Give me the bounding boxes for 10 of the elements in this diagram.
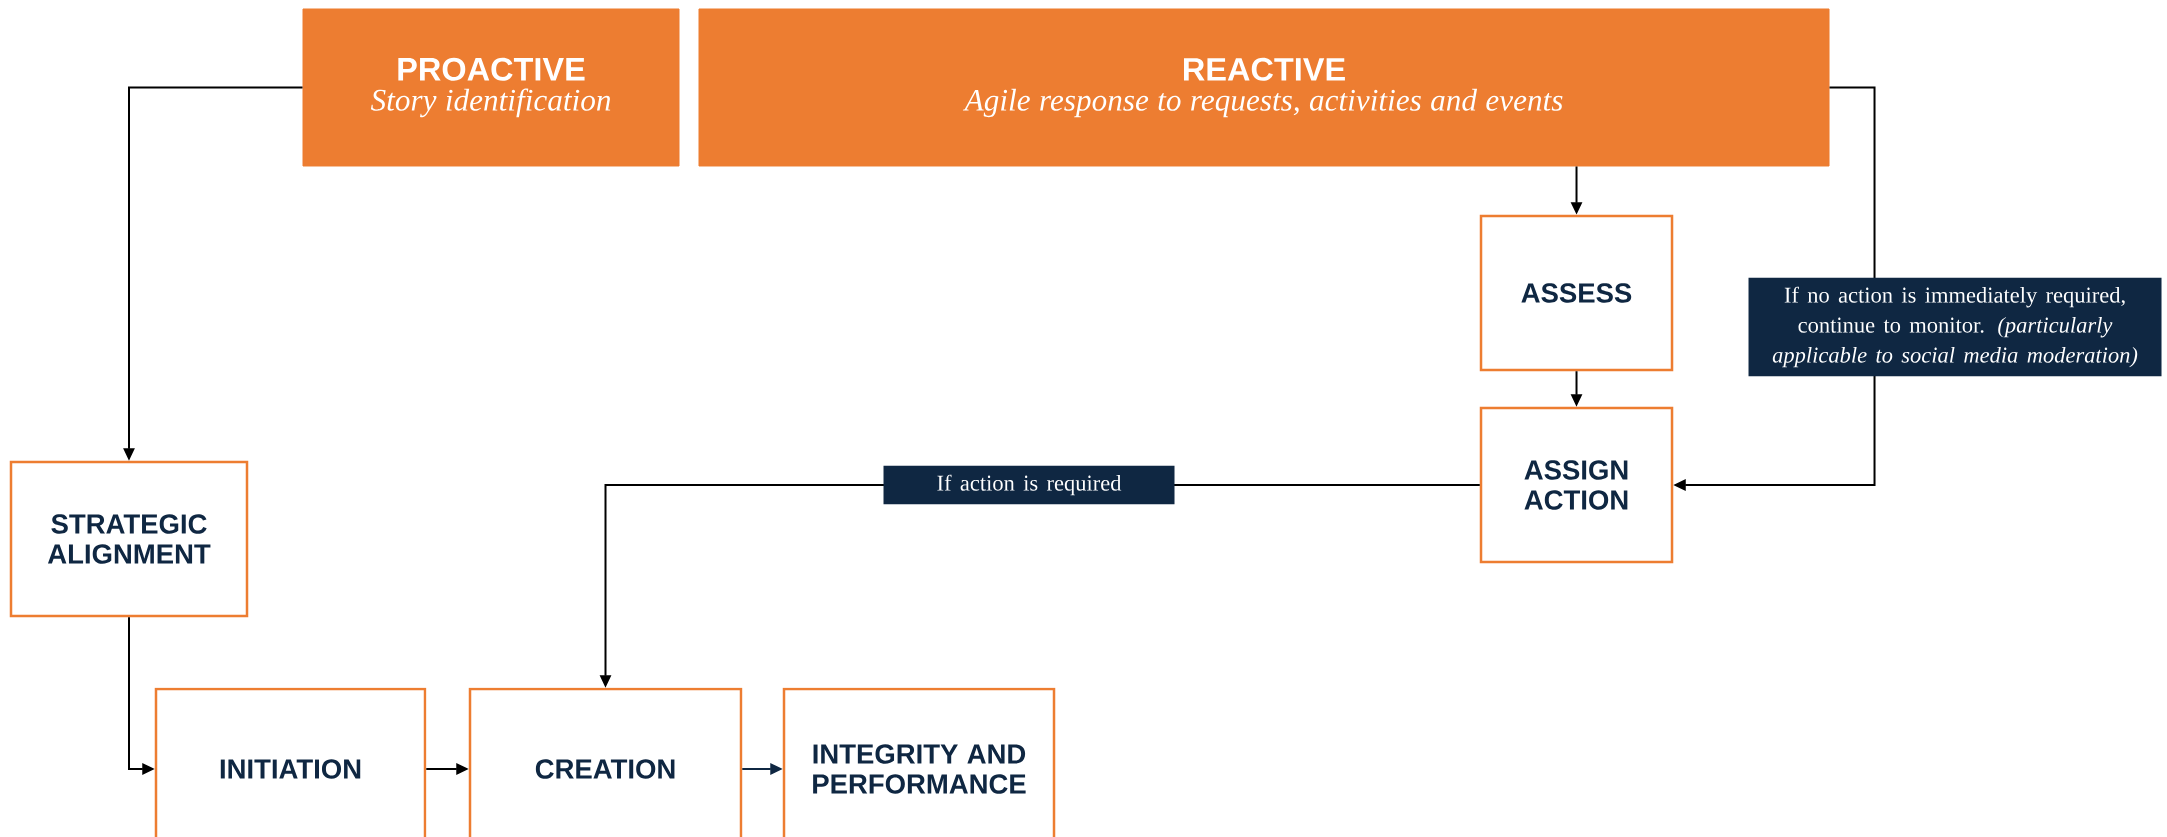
edge-label: If action is required [883,465,1175,505]
process-box: STRATEGIC ALIGNMENT [9,460,249,618]
process-box: ASSESS [1479,214,1674,372]
header-band: PROACTIVE Story identification [302,8,680,167]
process-box: CREATION [468,687,743,837]
process-box: INITIATION [154,687,427,837]
edge-label: If no action is immediately required, continue to monitor. (particularly applicable to social media moderation) [1748,277,2162,377]
process-box: ASSIGN ACTION [1479,406,1674,564]
process-box: INTEGRITY AND PERFORMANCE [782,687,1056,837]
header-band: REACTIVE Agile response to requests, activities and events [698,8,1830,167]
